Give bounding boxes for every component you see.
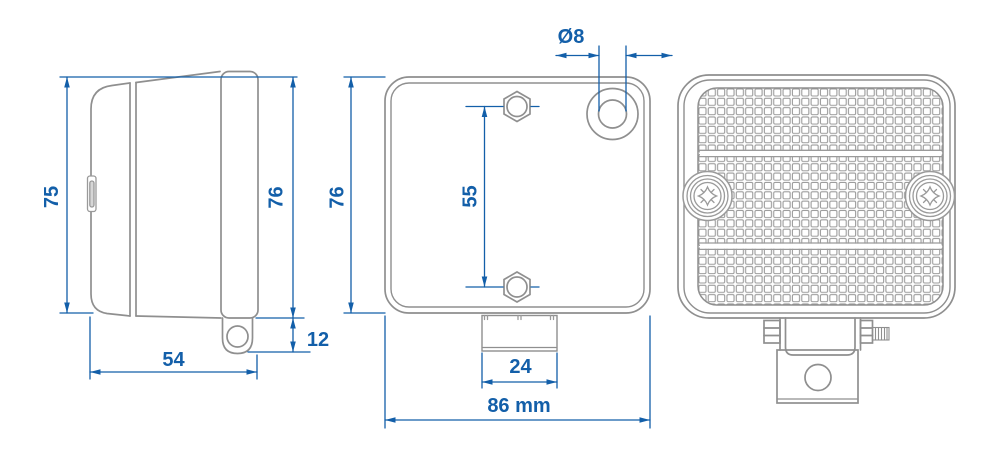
side-bracket	[221, 317, 254, 355]
front-screw-left	[682, 170, 733, 222]
rear-bracket-hinge-ticks	[483, 314, 555, 321]
front-bracket-box	[776, 349, 859, 404]
view-rear	[384, 76, 651, 352]
phillips-cross-icon	[919, 185, 941, 207]
dim-label-side-lens-height: 76	[266, 186, 288, 208]
rear-cable-hole-outer	[586, 87, 639, 141]
front-bracket-nut-left	[763, 319, 781, 344]
side-lens	[220, 70, 259, 319]
front-bracket-hole	[804, 363, 832, 392]
dim-label-rear-width: 86 mm	[487, 395, 550, 417]
front-lens-band-separators	[698, 149, 943, 251]
rear-nut-bottom-hole	[506, 276, 528, 298]
view-side	[86, 70, 259, 355]
front-bracket-nut-right	[859, 319, 874, 344]
side-slot-insert	[89, 180, 95, 208]
front-bracket-bolt	[871, 326, 890, 341]
phillips-cross-icon	[696, 185, 719, 207]
side-body-bottom-edge	[135, 315, 222, 319]
dimensions-rear: 76 55 Ø8 24 86 mm	[327, 26, 673, 429]
dim-label-side-bracket-offset: 12	[307, 329, 329, 351]
rear-cable-hole-inner	[597, 99, 628, 129]
dim-label-rear-hole-spacing: 55	[460, 185, 482, 207]
side-bracket-hole	[226, 325, 249, 348]
dim-label-side-depth: 54	[162, 349, 185, 371]
front-screw-right	[904, 170, 956, 222]
rear-nut-top-hole	[506, 95, 528, 118]
rear-body-outer	[384, 76, 651, 314]
dimensions-side: 75 76 12 54	[41, 76, 329, 380]
rear-bracket	[481, 314, 558, 352]
rear-body-inner	[390, 82, 645, 308]
dim-label-rear-bracket-width: 24	[509, 356, 532, 378]
view-front	[677, 74, 956, 404]
dim-label-rear-hole-diameter: Ø8	[558, 26, 585, 48]
dim-label-side-height: 75	[41, 186, 63, 208]
dimension-arrowheads-side	[64, 77, 296, 375]
dim-label-rear-height: 76	[327, 186, 349, 208]
side-housing-outline	[90, 82, 131, 317]
dimension-arrowheads-rear	[348, 52, 672, 423]
front-bracket	[763, 317, 890, 404]
